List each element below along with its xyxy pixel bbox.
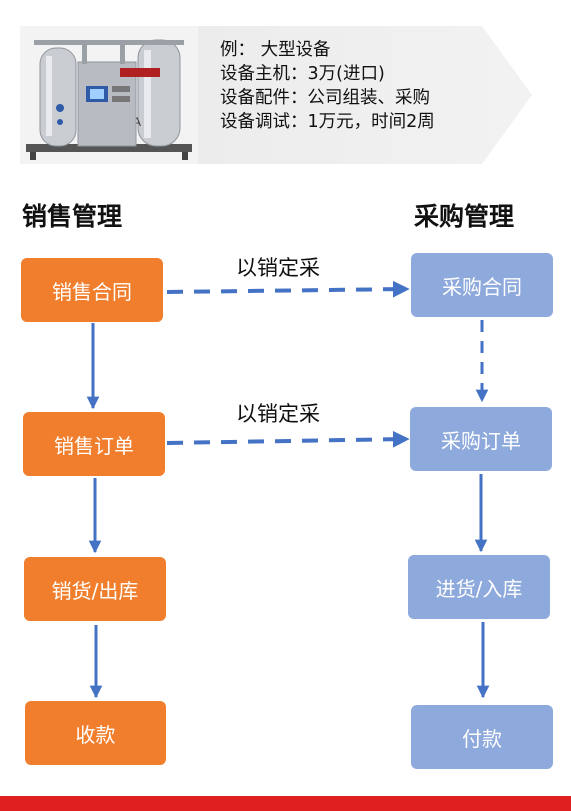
banner-line-example: 例： 大型设备 [220,40,331,60]
sales-delivery-label: 销货/出库 [51,578,139,603]
example-banner: A 例： 大型设备 设备主机：3万(进口) 设备配件：公司组装、采购 设备调试：… [20,26,532,164]
purchase-payment-label: 付款 [462,726,502,751]
sales-order-box: 销售订单 [23,412,165,476]
purchase-payment-box: 付款 [411,705,553,769]
footer-bar [0,796,571,811]
banner-text: 例： 大型设备 设备主机：3万(进口) 设备配件：公司组装、采购 设备调试：1万… [220,38,435,134]
purchase-receiving-label: 进货/入库 [435,576,523,601]
sales-collection-label: 收款 [75,722,116,747]
equipment-image: A [20,26,198,164]
banner-line-debug: 设备调试：1万元，时间2周 [220,112,435,132]
banner-line-parts: 设备配件：公司组装、采购 [220,88,430,108]
purchase-contract-label: 采购合同 [442,274,522,299]
sales-contract-box: 销售合同 [21,258,163,322]
purchase-contract-box: 采购合同 [411,253,553,317]
purchase-order-box: 采购订单 [410,407,552,471]
sales-contract-label: 销售合同 [52,279,132,304]
order-link-arrow [166,430,410,448]
sales-collection-box: 收款 [25,701,166,765]
svg-text:A: A [133,115,141,129]
sales-heading: 销售管理 [22,202,123,231]
banner-line-host: 设备主机：3万(进口) [220,64,385,84]
purchase-order-label: 采购订单 [441,428,521,453]
contract-link-arrow [166,280,410,298]
link-label-contract: 以销定采 [236,256,320,280]
purchase-heading: 采购管理 [414,202,515,231]
purchase-receiving-box: 进货/入库 [408,555,550,619]
link-label-order: 以销定采 [236,402,320,426]
sales-order-label: 销售订单 [54,433,134,458]
sales-delivery-box: 销货/出库 [24,557,166,621]
